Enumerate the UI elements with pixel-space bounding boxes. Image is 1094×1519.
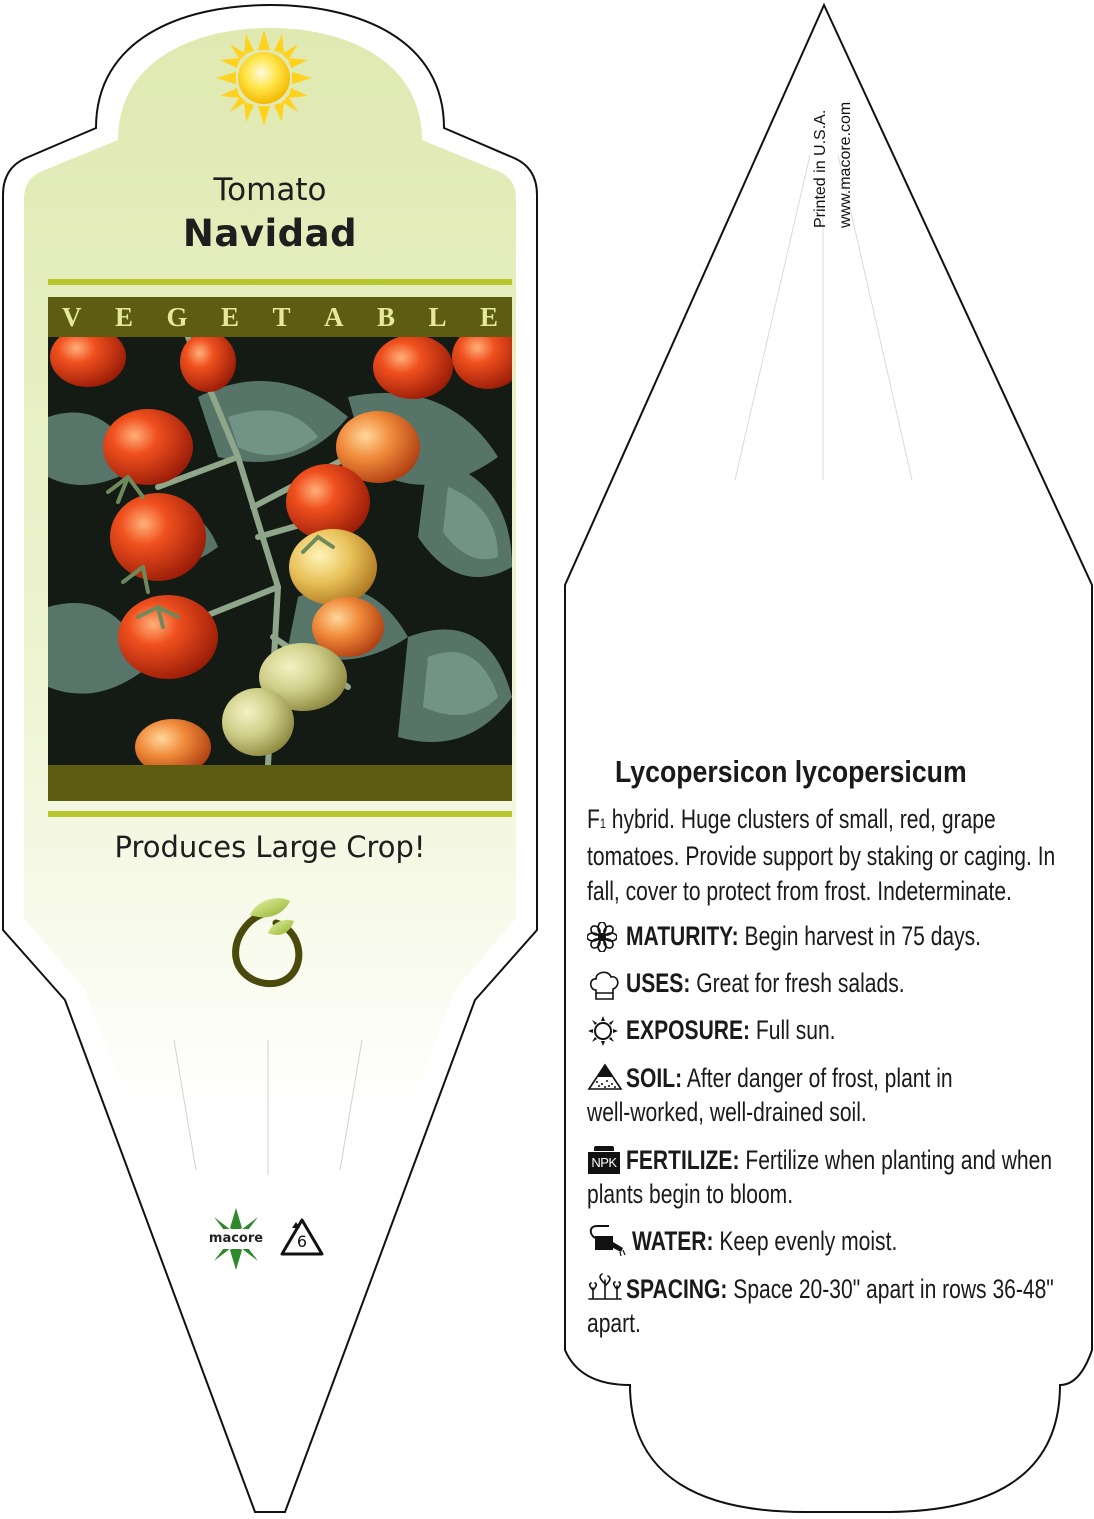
spacing-value: Space 20-30" apart in rows 36-48" (733, 1274, 1054, 1304)
water-value: Keep evenly moist. (719, 1226, 898, 1256)
water-line: WATER: Keep evenly moist. (632, 1226, 897, 1257)
macore-wordmark: macore (203, 1229, 269, 1249)
description-line: tomatoes. Provide support by staking or … (587, 841, 1056, 871)
category-letter: L (428, 301, 447, 332)
description-line: F1 hybrid. Huge clusters of small, red, … (587, 804, 996, 834)
category-letter: E (479, 301, 498, 332)
variety-name: Navidad (182, 212, 358, 255)
description-line: fall, cover to protect from frost. Indet… (587, 876, 1012, 906)
chef-hat-icon (589, 971, 619, 1000)
website: www.macore.com (837, 101, 854, 228)
seedlings-spacing-icon (588, 1273, 622, 1300)
top-rule (48, 279, 512, 285)
print-note: Printed in U.S.A. www.macore.com (808, 102, 858, 228)
fertilize-value: Fertilize when planting and when (745, 1145, 1053, 1175)
seedling-swirl-icon (232, 898, 303, 988)
fertilize-line: FERTILIZE: Fertilize when planting and w… (626, 1145, 1052, 1176)
maturity-line: MATURITY: Begin harvest in 75 days. (626, 921, 981, 952)
recycle-code: 6 (296, 1232, 308, 1251)
back-tag-outline (564, 2, 1093, 1513)
water-label: WATER: (632, 1226, 714, 1256)
category-letter: G (166, 301, 188, 332)
tomato-photo (48, 337, 512, 765)
exposure-line: EXPOSURE: Full sun. (626, 1015, 836, 1046)
description-line-rest: hybrid. Huge clusters of small, red, gra… (605, 804, 996, 834)
fertilize-line-2: plants begin to bloom. (587, 1179, 794, 1209)
category-label: V E G E T A B L E (48, 297, 512, 337)
category-letter: V (62, 301, 82, 332)
sun-outline-icon (588, 1016, 618, 1046)
bottom-band (48, 765, 512, 801)
tagline: Produces Large Crop! (114, 830, 426, 864)
spacing-line: SPACING: Space 20-30" apart in rows 36-4… (626, 1274, 1054, 1305)
spacing-label: SPACING: (626, 1274, 728, 1304)
recycle-icon (280, 1218, 324, 1256)
soil-line-2: well-worked, well-drained soil. (587, 1097, 867, 1127)
soil-pile-icon (587, 1063, 623, 1090)
watering-can-icon (589, 1225, 626, 1256)
category-letter: T (272, 301, 291, 332)
category-letter: E (114, 301, 133, 332)
category-letter: E (220, 301, 239, 332)
uses-label: USES: (626, 968, 691, 998)
botanical-name: Lycopersicon lycopersicum (615, 754, 967, 789)
uses-line: USES: Great for fresh salads. (626, 968, 905, 999)
macore-logo: macore (203, 1208, 269, 1270)
soil-label: SOIL: (626, 1063, 683, 1093)
category-band: V E G E T A B L E (48, 297, 512, 337)
maturity-label: MATURITY: (626, 921, 739, 951)
sun-icon (216, 30, 312, 126)
uses-value: Great for fresh salads. (696, 968, 905, 998)
printed-in: Printed in U.S.A. (812, 109, 829, 228)
soil-value: After danger of frost, plant in (686, 1063, 953, 1093)
common-name: Tomato (213, 172, 327, 208)
maturity-value: Begin harvest in 75 days. (744, 921, 982, 951)
exposure-label: EXPOSURE: (626, 1015, 751, 1045)
flower-icon (587, 922, 617, 952)
bottom-rule (48, 811, 512, 817)
npk-fertilizer-icon: NPK (588, 1146, 620, 1176)
spacing-line-2: apart. (587, 1308, 641, 1338)
exposure-value: Full sun. (755, 1015, 836, 1045)
npk-label: NPK (588, 1152, 620, 1174)
soil-line: SOIL: After danger of frost, plant in (626, 1063, 953, 1094)
fertilize-label: FERTILIZE: (626, 1145, 740, 1175)
category-letter: B (376, 301, 395, 332)
category-letter: A (323, 301, 344, 332)
